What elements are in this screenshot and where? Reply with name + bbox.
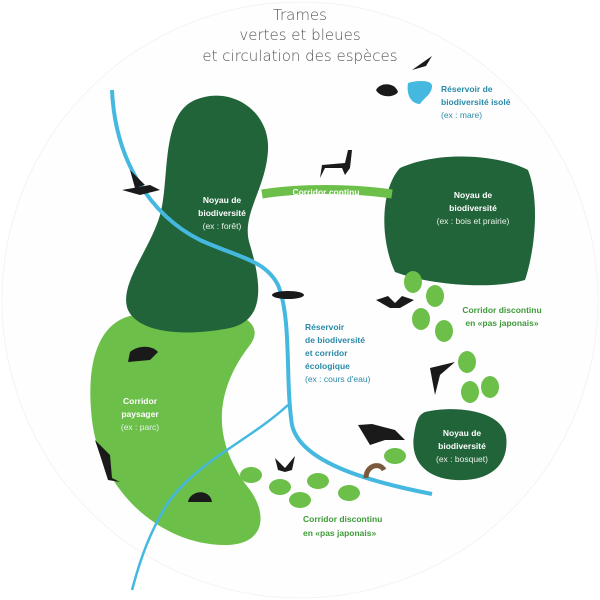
corridor-paysager-area [90,308,261,545]
noyau-bois-example: (ex : bois et prairie) [437,216,510,226]
noyau-foret-label: Noyau de [203,195,242,205]
reservoir-cours-eau-example: (ex : cours d'eau) [305,374,371,384]
reservoir-cours-eau-label: et corridor [305,348,348,358]
discontinu-right-label: en «pas japonais» [465,318,538,328]
frog-icon [376,84,398,97]
fox-icon [358,424,405,445]
corridor-paysager-label: paysager [121,409,159,419]
reservoir-isole-example: (ex : mare) [441,110,482,120]
noyau-bois-area [384,156,536,286]
reservoir-cours-eau-label: écologique [305,361,350,371]
corridor-continu-label: Corridor continu [292,187,359,197]
corridor-paysager-label: Corridor [123,396,158,406]
worm-icon [363,463,387,479]
bat-icon [376,296,414,308]
reservoir-cours-eau-label: Réservoir [305,322,345,332]
lizard-icon [95,440,120,482]
title-line-2: vertes et bleues [239,26,360,44]
fish-icon [272,291,304,299]
noyau-bosquet-example: (ex : bosquet) [436,454,488,464]
title-line-1: Trames [273,6,327,24]
deer-icon [320,150,352,178]
noyau-foret-area [126,95,269,333]
noyau-bosquet-label: biodiversité [438,441,486,451]
dragonfly-icon [412,56,432,70]
reservoir-isole-label: biodiversité isolé [441,97,511,107]
noyau-bois-label: Noyau de [454,190,493,200]
discontinu-bottom-label: Corridor discontinu [303,514,382,524]
corridor-continu-bar [261,185,393,199]
hedgehog-icon [188,492,212,502]
noyau-bosquet-label: Noyau de [443,428,482,438]
discontinu-bottom-label: en «pas japonais» [303,528,376,538]
butterfly-icon [275,456,295,472]
noyau-foret-label: biodiversité [198,208,246,218]
reservoir-isole-label: Réservoir de [441,84,493,94]
noyau-bosquet-area [413,409,507,481]
pas-japonais-bottom [240,448,406,508]
noyau-bois-label: biodiversité [449,203,497,213]
noyau-foret-example: (ex : forêt) [203,221,242,231]
mare-pond [407,81,432,104]
discontinu-right-label: Corridor discontinu [462,305,541,315]
river [110,89,433,496]
river-branch [130,404,289,591]
corridor-paysager-example: (ex : parc) [121,422,159,432]
pas-japonais-right [404,271,499,403]
swift-icon [430,362,455,395]
reservoir-cours-eau-label: de biodiversité [305,335,365,345]
crane-icon [122,170,160,195]
marten-icon [128,346,158,362]
title-line-3: et circulation des espèces [202,47,397,65]
